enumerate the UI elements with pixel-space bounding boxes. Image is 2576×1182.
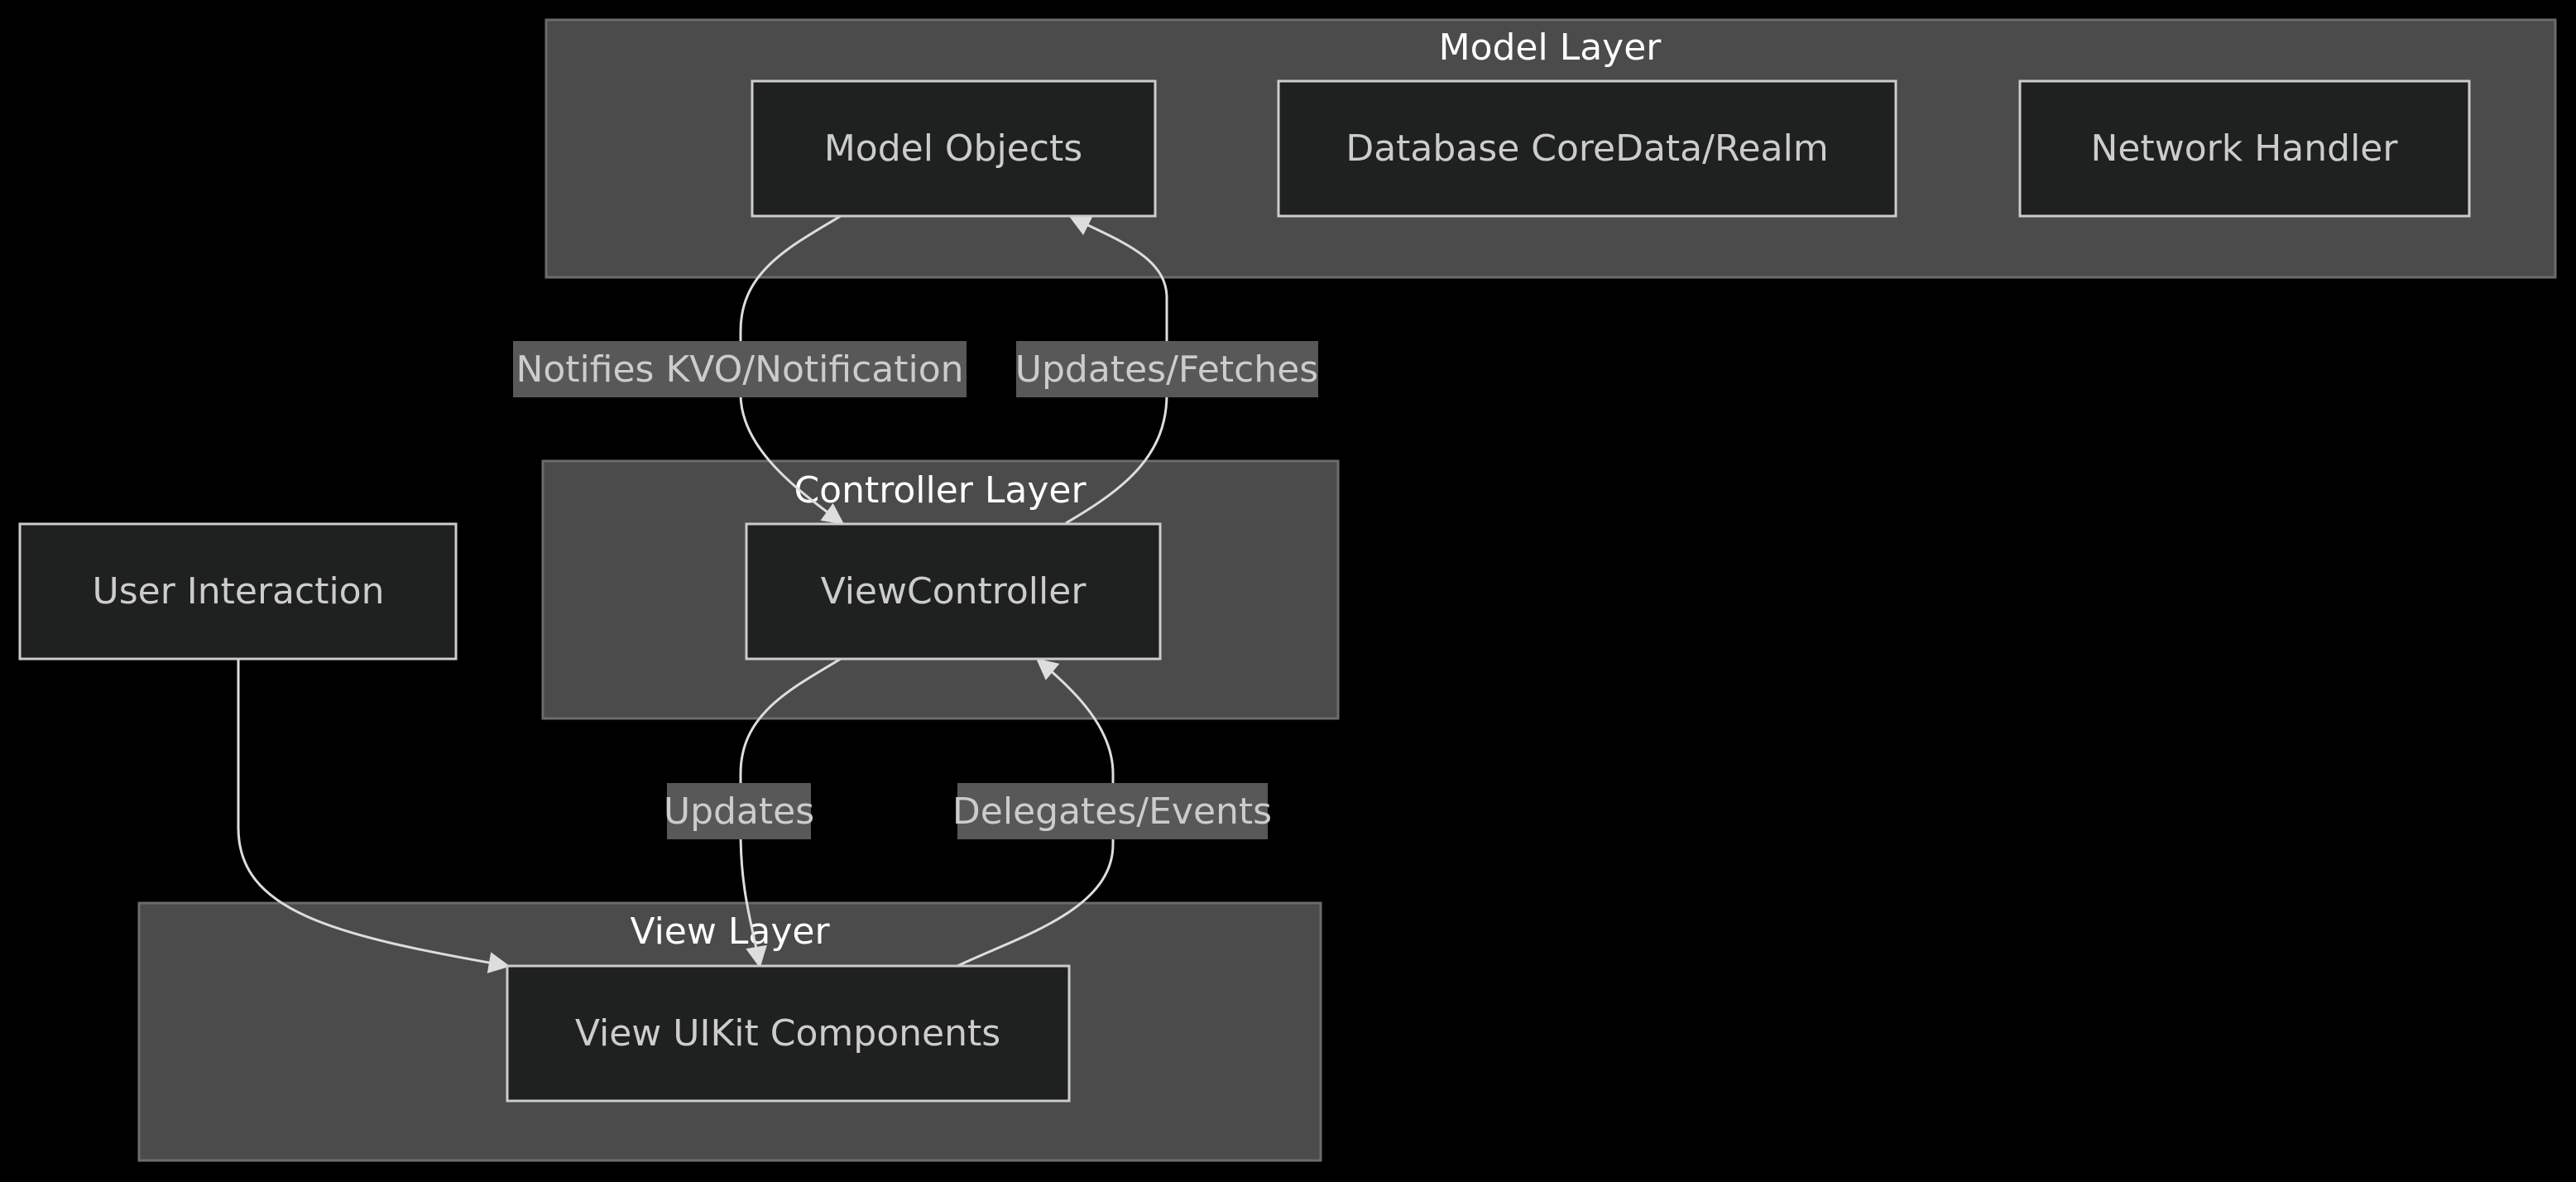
node-database-box[interactable] xyxy=(1277,79,1897,218)
edge-label-updates-text: Updates xyxy=(664,790,814,833)
model-layer-title: Model Layer xyxy=(1439,26,1662,69)
edge-label-notifies: Notifies KVO/Notification xyxy=(513,341,967,397)
node-model-objects-label: Model Objects xyxy=(824,127,1082,170)
node-view-controller[interactable]: ViewController xyxy=(745,522,1162,661)
node-user-interaction[interactable]: User Interaction xyxy=(18,522,458,661)
edge-label-delegates-events-bg xyxy=(957,783,1268,839)
edge-label-updates-fetches-text: Updates/Fetches xyxy=(1015,348,1318,391)
edge-label-updates-fetches-bg xyxy=(1016,341,1318,397)
edge-label-updates-bg xyxy=(667,783,811,839)
edge-label-delegates-events-text: Delegates/Events xyxy=(952,790,1272,833)
node-view-controller-box[interactable] xyxy=(745,522,1162,661)
node-network-handler[interactable]: Network Handler xyxy=(2018,79,2471,218)
edges xyxy=(237,214,1168,973)
node-database-label: Database CoreData/Realm xyxy=(1346,127,1828,170)
node-user-interaction-box[interactable] xyxy=(18,522,458,661)
view-layer-title: View Layer xyxy=(630,911,830,953)
node-user-interaction-label: User Interaction xyxy=(93,570,385,613)
edge-delegates-events xyxy=(957,658,1115,968)
edge-label-notifies-bg xyxy=(513,341,967,397)
edge-label-updates-fetches: Updates/Fetches xyxy=(1015,341,1318,397)
node-database[interactable]: Database CoreData/Realm xyxy=(1277,79,1897,218)
edge-label-notifies-text: Notifies KVO/Notification xyxy=(516,348,963,391)
edge-updates xyxy=(739,657,842,968)
node-model-objects-box[interactable] xyxy=(751,79,1157,218)
node-view-uikit[interactable]: View UIKit Components xyxy=(506,964,1071,1103)
node-network-handler-box[interactable] xyxy=(2018,79,2471,218)
edge-label-delegates-events: Delegates/Events xyxy=(952,783,1272,839)
node-network-handler-label: Network Handler xyxy=(2091,127,2399,170)
edge-label-updates: Updates xyxy=(664,783,814,839)
node-view-uikit-box[interactable] xyxy=(506,964,1071,1103)
node-model-objects[interactable]: Model Objects xyxy=(751,79,1157,218)
controller-layer-title: Controller Layer xyxy=(794,469,1087,512)
node-view-controller-label: ViewController xyxy=(821,570,1087,613)
edge-user-interaction xyxy=(237,659,511,973)
node-view-uikit-label: View UIKit Components xyxy=(575,1012,1000,1055)
